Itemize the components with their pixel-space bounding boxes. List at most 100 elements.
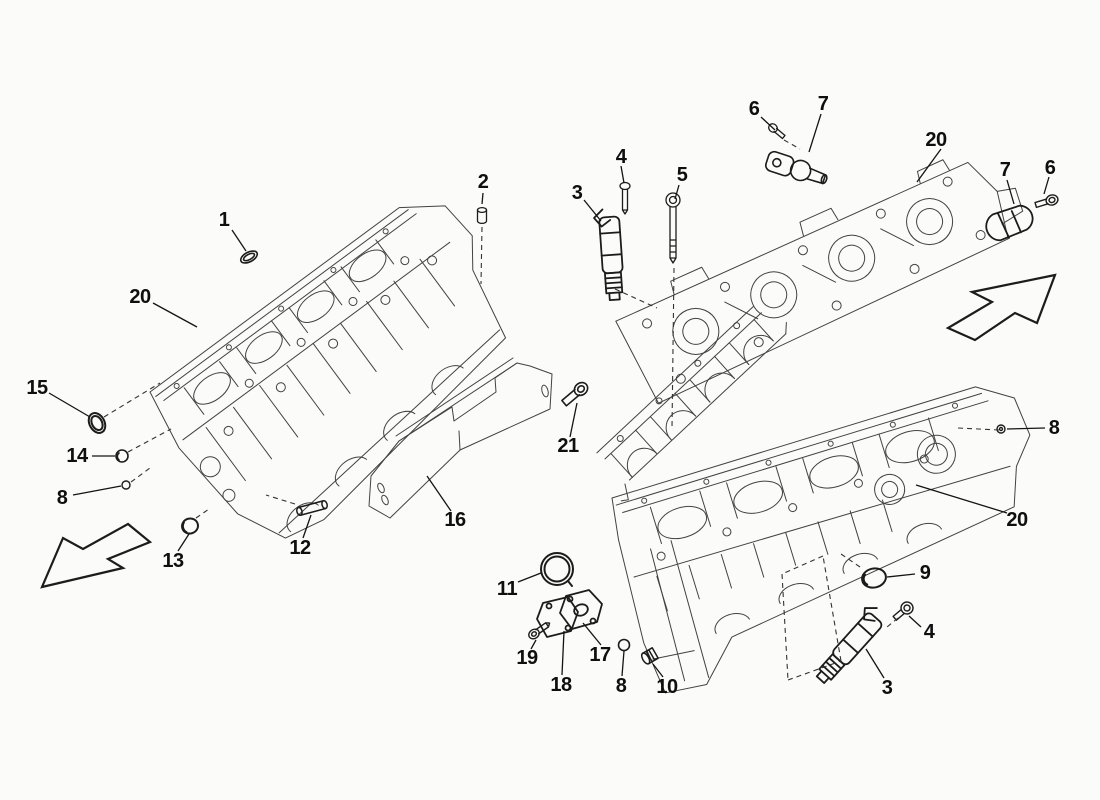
direction-arrow-right	[945, 273, 1057, 342]
leader-line	[48, 392, 91, 418]
callout-20a[interactable]: 20	[129, 286, 151, 308]
callout-10[interactable]: 10	[656, 676, 678, 698]
cam-carrier-ladder-drawing	[596, 306, 787, 502]
callout-17[interactable]: 17	[589, 644, 611, 666]
projection-dash-line	[265, 494, 296, 505]
leader-line	[886, 573, 916, 578]
projection-dash-line	[783, 139, 801, 150]
callout-13[interactable]: 13	[162, 550, 184, 572]
part-8-plug-left	[121, 480, 131, 490]
part-18-cover-plate	[536, 596, 579, 638]
part-9-cap	[861, 567, 887, 589]
callout-2[interactable]: 2	[477, 171, 489, 193]
leader-line	[865, 648, 885, 679]
projection-dash-line	[127, 428, 172, 453]
part-19-bolt	[528, 622, 551, 640]
leader-line	[582, 622, 602, 646]
part-7-cam-sensor-top	[764, 150, 828, 185]
leader-line	[1043, 176, 1050, 195]
direction-arrow-left	[40, 522, 153, 589]
part-14-plug	[115, 449, 129, 463]
projection-dash-line	[957, 427, 1000, 431]
callout-leader-lines	[48, 113, 1050, 679]
callout-8b[interactable]: 8	[1048, 417, 1060, 439]
right-cylinder-head-drawing	[611, 386, 1031, 694]
left-cylinder-head-drawing	[149, 205, 507, 539]
leader-line	[674, 184, 680, 200]
projection-dash-line	[480, 226, 483, 285]
part-3-solenoid-left	[592, 207, 626, 302]
baffle-plate-drawing	[368, 357, 553, 519]
callout-7a[interactable]: 7	[817, 93, 829, 115]
callout-9[interactable]: 9	[919, 562, 931, 584]
part-21-bolt	[561, 381, 589, 407]
callout-4b[interactable]: 4	[923, 621, 935, 643]
callout-12[interactable]: 12	[289, 537, 311, 559]
leader-line	[517, 572, 542, 583]
leader-line	[426, 475, 452, 512]
part-8-ring-mid	[617, 638, 631, 652]
callout-20c[interactable]: 20	[1006, 509, 1028, 531]
leader-line	[152, 302, 198, 328]
leader-line	[915, 484, 1008, 514]
callout-5[interactable]: 5	[676, 164, 688, 186]
callout-4a[interactable]: 4	[615, 146, 627, 168]
leader-line	[1006, 427, 1046, 430]
callout-15[interactable]: 15	[26, 377, 48, 399]
part-1-oring	[239, 250, 259, 264]
leader-line	[569, 402, 578, 438]
callout-8c[interactable]: 8	[615, 675, 627, 697]
leader-line	[177, 533, 190, 552]
projection-dash-line	[103, 382, 161, 418]
leader-line	[302, 514, 312, 539]
callout-7b[interactable]: 7	[999, 159, 1011, 181]
callout-1[interactable]: 1	[218, 209, 230, 231]
part-12-dowel-pin	[296, 499, 328, 517]
callout-21[interactable]: 21	[557, 435, 579, 457]
part-13-plug	[181, 517, 199, 535]
part-4-bolt-right	[892, 601, 914, 621]
part-8-plug-topright	[996, 424, 1006, 434]
projection-dash-line	[614, 288, 658, 309]
callout-20b[interactable]: 20	[925, 129, 947, 151]
leader-line	[1006, 179, 1015, 205]
leader-line	[231, 229, 247, 252]
leader-line	[908, 615, 922, 628]
projection-dash-line	[886, 617, 899, 628]
leader-line	[72, 485, 122, 496]
callout-6a[interactable]: 6	[748, 98, 760, 120]
leader-line	[481, 192, 484, 205]
callout-3b[interactable]: 3	[881, 677, 893, 699]
callout-11[interactable]: 11	[496, 578, 518, 600]
callout-6b[interactable]: 6	[1044, 157, 1056, 179]
dashed-projection-lines	[103, 139, 1000, 681]
leader-line	[620, 165, 625, 184]
part-6-bolt-right	[1034, 194, 1059, 209]
projection-dash-line	[781, 555, 824, 575]
projection-dash-line	[840, 553, 861, 568]
part-10-plug	[640, 647, 659, 665]
leader-line	[760, 116, 776, 131]
projection-dash-line	[195, 508, 210, 519]
callout-3a[interactable]: 3	[571, 182, 583, 204]
leader-line	[808, 113, 822, 153]
leader-line	[583, 199, 602, 222]
part-5-bolt	[665, 192, 681, 264]
leader-line	[652, 663, 664, 678]
part-15-seal-ring	[87, 412, 107, 434]
leader-line	[916, 148, 942, 183]
leader-line	[621, 650, 625, 677]
callout-16[interactable]: 16	[444, 509, 466, 531]
callout-18[interactable]: 18	[550, 674, 572, 696]
projection-dash-line	[130, 467, 151, 483]
cam-cover-drawing	[615, 159, 1024, 404]
leader-line	[530, 639, 537, 650]
projection-dash-line	[781, 573, 789, 681]
part-4-bolt-left	[619, 181, 631, 215]
callout-8a[interactable]: 8	[56, 487, 68, 509]
part-7-cam-sensor-right	[985, 204, 1034, 242]
callout-14[interactable]: 14	[66, 445, 88, 467]
callout-19[interactable]: 19	[516, 647, 538, 669]
